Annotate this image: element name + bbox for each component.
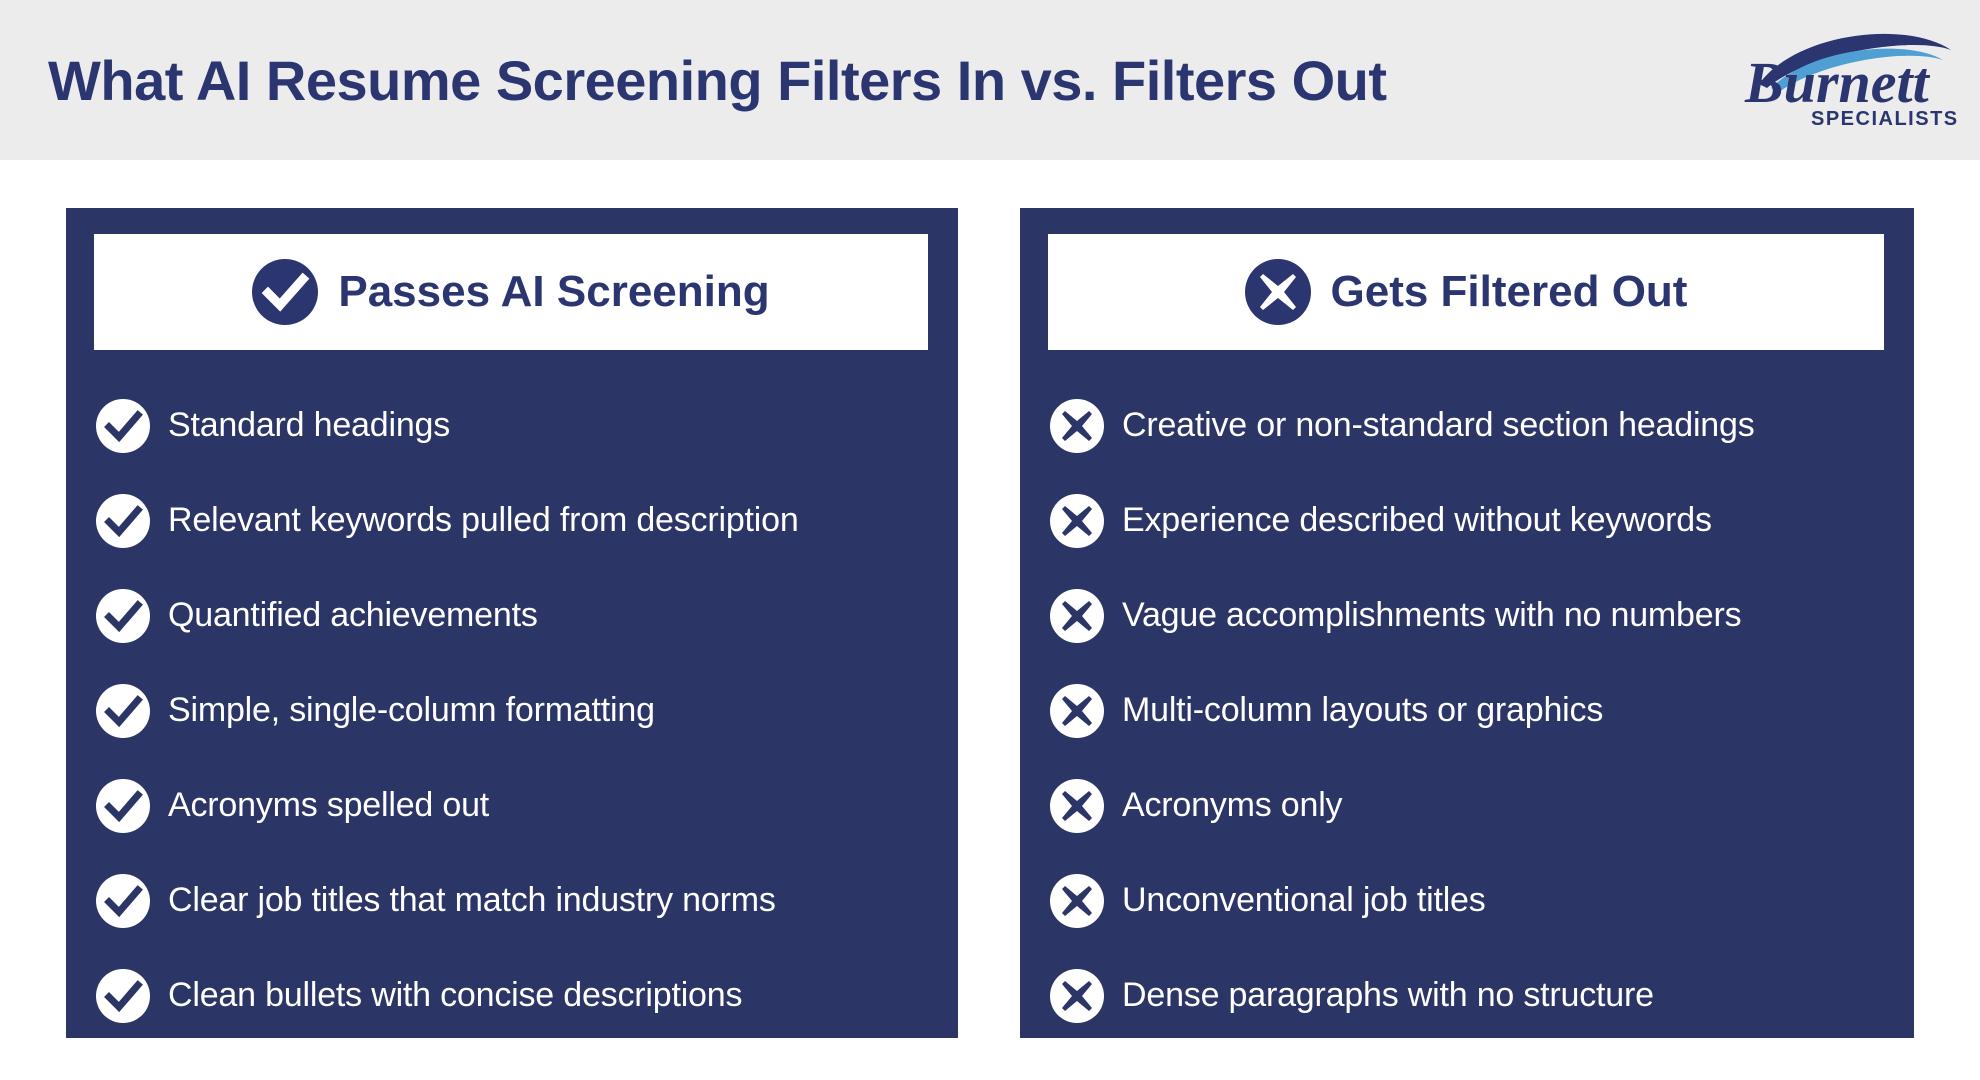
check-circle-icon <box>96 968 150 1023</box>
list-item-label: Standard headings <box>168 406 451 444</box>
x-circle-icon <box>1050 493 1104 548</box>
panel-passes-ai-screening: Passes AI Screening Standard headings <box>66 208 958 1038</box>
x-circle-icon <box>1050 873 1104 928</box>
check-circle-icon <box>96 873 150 928</box>
list-item: Dense paragraphs with no structure <box>1050 948 1894 1043</box>
list-item: Unconventional job titles <box>1050 853 1894 948</box>
list-item-label: Relevant keywords pulled from descriptio… <box>168 501 799 539</box>
x-circle-icon <box>1050 778 1104 833</box>
list-item-label: Quantified achievements <box>168 596 538 634</box>
check-circle-icon <box>252 259 319 325</box>
panel-filtered-bullet-list: Creative or non-standard section heading… <box>1050 378 1894 1043</box>
panel-filtered-header: Gets Filtered Out <box>1048 234 1884 350</box>
list-item: Standard headings <box>96 378 938 473</box>
list-item: Clear job titles that match industry nor… <box>96 853 938 948</box>
list-item-label: Simple, single-column formatting <box>168 691 655 729</box>
list-item-label: Clean bullets with concise descriptions <box>168 976 743 1014</box>
page-title: What AI Resume Screening Filters In vs. … <box>48 48 1387 112</box>
list-item-label: Acronyms spelled out <box>168 786 490 824</box>
x-circle-icon <box>1050 588 1104 643</box>
list-item: Clean bullets with concise descriptions <box>96 948 938 1043</box>
panel-filtered-heading-label: Gets Filtered Out <box>1330 267 1688 316</box>
list-item-label: Dense paragraphs with no structure <box>1122 976 1654 1014</box>
list-item: Simple, single-column formatting <box>96 663 938 758</box>
list-item-label: Clear job titles that match industry nor… <box>168 881 776 919</box>
list-item: Vague accomplishments with no numbers <box>1050 568 1894 663</box>
check-circle-icon <box>96 683 150 738</box>
panel-passes-header: Passes AI Screening <box>94 234 928 350</box>
x-circle-icon <box>1050 683 1104 738</box>
panel-passes-heading-label: Passes AI Screening <box>338 267 770 316</box>
logo-tagline-text: SPECIALISTS <box>1811 108 1959 130</box>
header-band: What AI Resume Screening Filters In vs. … <box>0 0 1980 160</box>
check-circle-icon <box>96 588 150 643</box>
burnett-specialists-logo: Burnett SPECIALISTS <box>1737 26 1962 130</box>
list-item-label: Multi-column layouts or graphics <box>1122 691 1604 729</box>
list-item: Relevant keywords pulled from descriptio… <box>96 473 938 568</box>
logo-arc-light-shape <box>1771 48 1943 92</box>
check-circle-icon <box>96 778 150 833</box>
panel-gets-filtered-out: Gets Filtered Out Creative or non-standa… <box>1020 208 1914 1038</box>
x-circle-icon <box>1050 968 1104 1023</box>
list-item: Creative or non-standard section heading… <box>1050 378 1894 473</box>
panel-passes-bullet-list: Standard headings Relevant keywords pull… <box>96 378 938 1043</box>
list-item: Experience described without keywords <box>1050 473 1894 568</box>
list-item-label: Vague accomplishments with no numbers <box>1122 596 1742 634</box>
logo-arc-dark-shape <box>1759 33 1951 88</box>
list-item: Multi-column layouts or graphics <box>1050 663 1894 758</box>
logo-wordmark-text: Burnett <box>1744 50 1931 115</box>
x-circle-icon <box>1050 398 1104 453</box>
list-item-label: Unconventional job titles <box>1122 881 1486 919</box>
list-item: Acronyms spelled out <box>96 758 938 853</box>
list-item-label: Creative or non-standard section heading… <box>1122 406 1755 444</box>
x-circle-icon <box>1244 259 1311 325</box>
list-item: Acronyms only <box>1050 758 1894 853</box>
check-circle-icon <box>96 493 150 548</box>
list-item-label: Experience described without keywords <box>1122 501 1712 539</box>
check-circle-icon <box>96 398 150 453</box>
list-item: Quantified achievements <box>96 568 938 663</box>
list-item-label: Acronyms only <box>1122 786 1343 824</box>
